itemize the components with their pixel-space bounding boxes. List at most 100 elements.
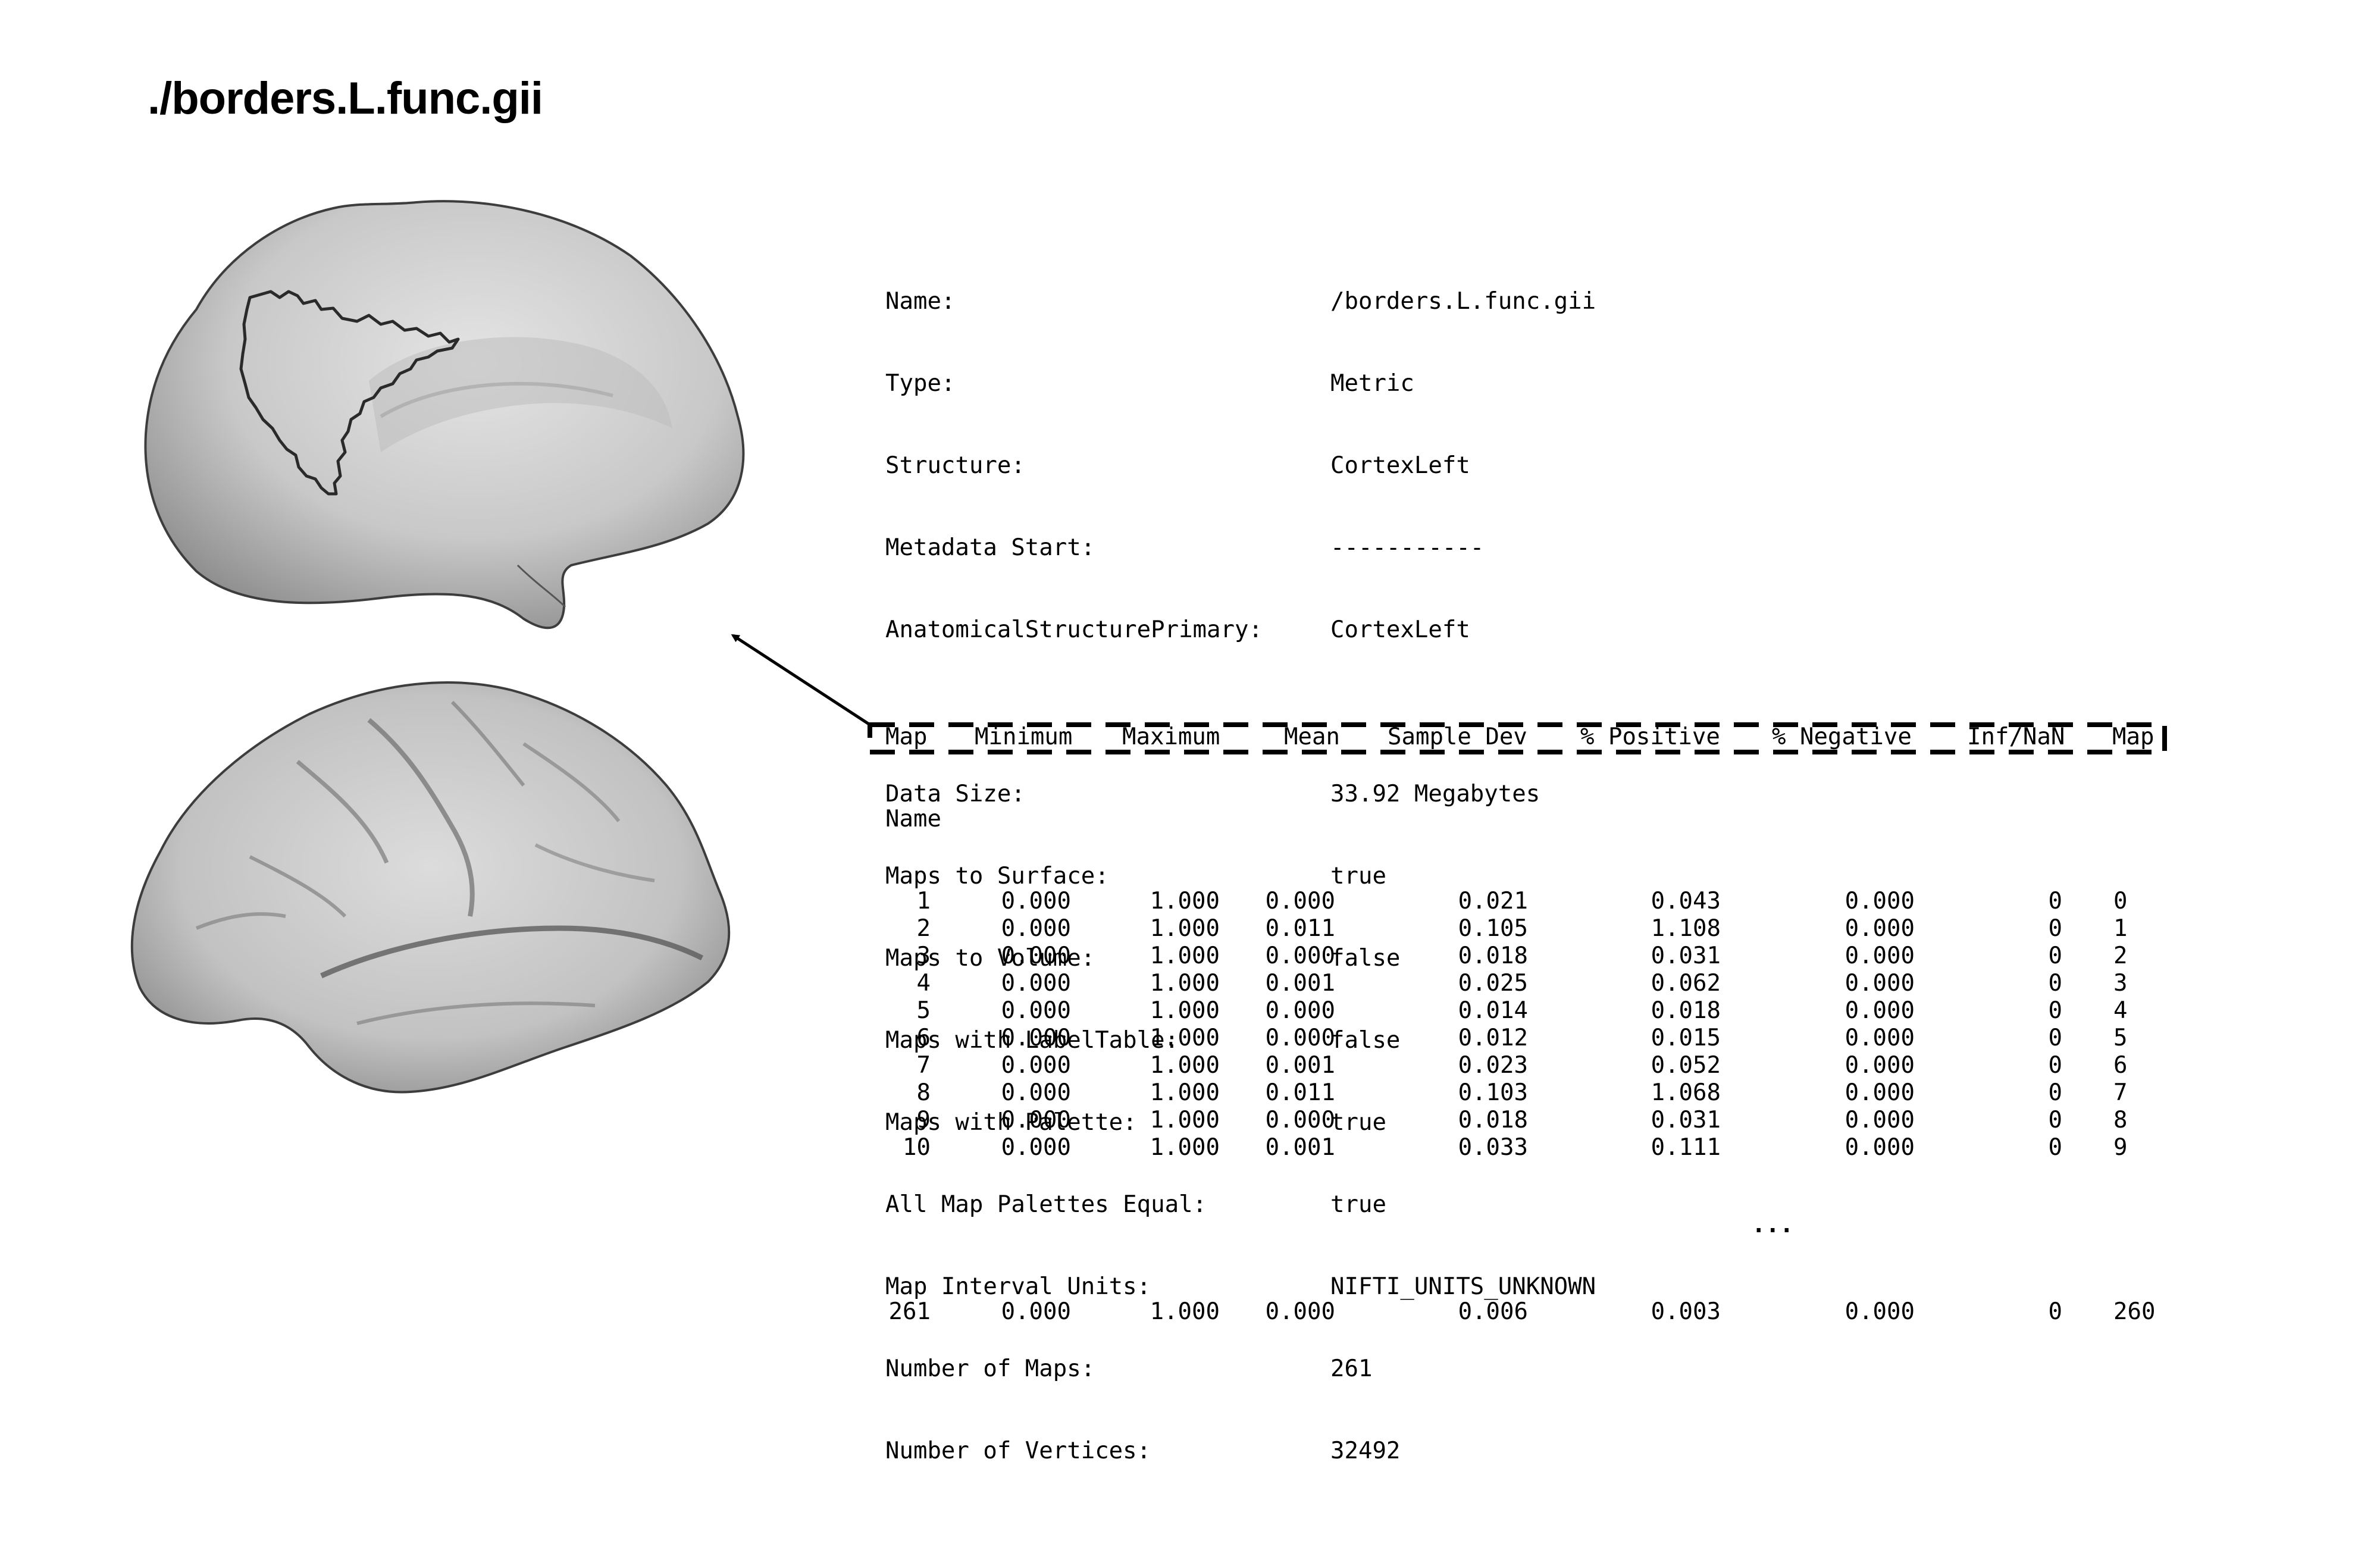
cell-map-number: 4 (916, 970, 931, 997)
cell-mean: 0.000 (1265, 997, 1335, 1024)
info-key: Data Size: (885, 781, 1025, 807)
info-key: Map Interval Units: (885, 1273, 1151, 1300)
cell-percent-positive: 1.068 (1651, 1079, 1721, 1106)
cell-map-name: 6 (2113, 1052, 2128, 1079)
cell-sample-dev: 0.014 (1458, 997, 1528, 1024)
cell-percent-positive: 0.052 (1651, 1052, 1721, 1079)
info-value: true (1330, 863, 1386, 890)
info-value: false (1330, 945, 1401, 972)
info-row: AnatomicalStructurePrimary: CortexLeft (885, 616, 1470, 644)
cell-minimum: 0.000 (1001, 1079, 1071, 1106)
cell-sample-dev: 0.023 (1458, 1052, 1528, 1079)
info-row: Maps to Volume: false (885, 945, 1400, 972)
info-value: false (1330, 1027, 1401, 1054)
border-outline-icon (239, 290, 460, 496)
info-value: CortexLeft (1330, 452, 1470, 479)
cell-sample-dev: 0.021 (1458, 888, 1528, 915)
info-row: Type: Metric (885, 370, 1414, 397)
info-row: Maps with LabelTable: false (885, 1027, 1400, 1054)
header-name: Name (885, 806, 941, 832)
brain-illustrations (130, 200, 745, 1094)
info-value: true (1330, 1191, 1386, 1218)
cell-percent-positive: 1.108 (1651, 915, 1721, 942)
cell-mean: 0.001 (1265, 1134, 1335, 1161)
cell-percent-negative: 0.000 (1844, 942, 1915, 969)
cell-inf-nan: 0 (2048, 1079, 2062, 1106)
info-row: Data Size: 33.92 Megabytes (885, 781, 1540, 808)
cell-percent-negative: 0.000 (1844, 1052, 1915, 1079)
info-key: Name: (885, 288, 956, 315)
cell-percent-positive: 0.003 (1651, 1298, 1721, 1325)
medial-brain-surface-icon (144, 200, 745, 630)
cell-sample-dev: 0.018 (1458, 942, 1528, 969)
cell-minimum: 0.000 (1001, 942, 1071, 969)
cell-minimum: 0.000 (1001, 970, 1071, 997)
cell-map-number: 3 (916, 942, 931, 969)
cell-percent-negative: 0.000 (1844, 915, 1915, 942)
info-key: Structure: (885, 452, 1025, 479)
map-stats-table: Map Minimum Maximum Mean Sample Dev % Po… (885, 669, 2171, 1353)
cell-inf-nan: 0 (2048, 1025, 2062, 1051)
cell-map-number: 10 (903, 1134, 931, 1161)
info-row: Maps to Surface: true (885, 863, 1386, 890)
info-value: ----------- (1330, 534, 1485, 561)
cell-map-number: 1 (916, 888, 931, 915)
info-key: Maps with LabelTable: (885, 1027, 1179, 1054)
info-key: Maps with Palette: (885, 1109, 1137, 1136)
header-mean: Mean (1284, 724, 1340, 750)
cell-percent-positive: 0.111 (1651, 1134, 1721, 1161)
cell-mean: 0.000 (1265, 942, 1335, 969)
cell-maximum: 1.000 (1150, 1052, 1220, 1079)
info-value: 33.92 Megabytes (1330, 781, 1540, 807)
cell-percent-negative: 0.000 (1844, 1298, 1915, 1325)
cell-inf-nan: 0 (2048, 1052, 2062, 1079)
cell-sample-dev: 0.012 (1458, 1025, 1528, 1051)
info-row: Number of Vertices: 32492 (885, 1438, 1400, 1465)
cell-maximum: 1.000 (1150, 970, 1220, 997)
cell-sample-dev: 0.018 (1458, 1107, 1528, 1133)
cell-map-name: 7 (2113, 1079, 2128, 1106)
cell-maximum: 1.000 (1150, 888, 1220, 915)
info-value: 32492 (1330, 1438, 1401, 1464)
cell-percent-negative: 0.000 (1844, 970, 1915, 997)
header-minimum: Minimum (975, 724, 1073, 750)
lateral-brain-surface-icon (130, 681, 731, 1094)
cell-inf-nan: 0 (2048, 915, 2062, 942)
info-key: Maps to Surface: (885, 863, 1109, 890)
header-map: Map (885, 724, 928, 750)
table-header-row: Map Minimum Maximum Mean Sample Dev % Po… (885, 724, 2171, 751)
cell-maximum: 1.000 (1150, 942, 1220, 969)
cell-map-number: 261 (888, 1298, 931, 1325)
cell-map-name: 1 (2113, 915, 2128, 942)
cell-percent-negative: 0.000 (1844, 1079, 1915, 1106)
cell-map-number: 5 (916, 997, 931, 1024)
cell-sample-dev: 0.006 (1458, 1298, 1528, 1325)
info-row: Number of Maps: 261 (885, 1355, 1372, 1383)
cell-maximum: 1.000 (1150, 997, 1220, 1024)
cell-map-name: 2 (2113, 942, 2128, 969)
cell-mean: 0.011 (1265, 1079, 1335, 1106)
ellipsis: ... (1752, 1211, 1794, 1238)
info-row: Metadata Start: ----------- (885, 534, 1484, 562)
cell-inf-nan: 0 (2048, 1298, 2062, 1325)
cell-minimum: 0.000 (1001, 1025, 1071, 1051)
cell-inf-nan: 0 (2048, 1134, 2062, 1161)
cell-minimum: 0.000 (1001, 1134, 1071, 1161)
info-key: Maps to Volume: (885, 945, 1095, 972)
cell-sample-dev: 0.105 (1458, 915, 1528, 942)
cell-map-name: 8 (2113, 1107, 2128, 1133)
cell-map-number: 2 (916, 915, 931, 942)
cell-percent-negative: 0.000 (1844, 997, 1915, 1024)
header-percent-negative: % Negative (1772, 724, 1912, 750)
